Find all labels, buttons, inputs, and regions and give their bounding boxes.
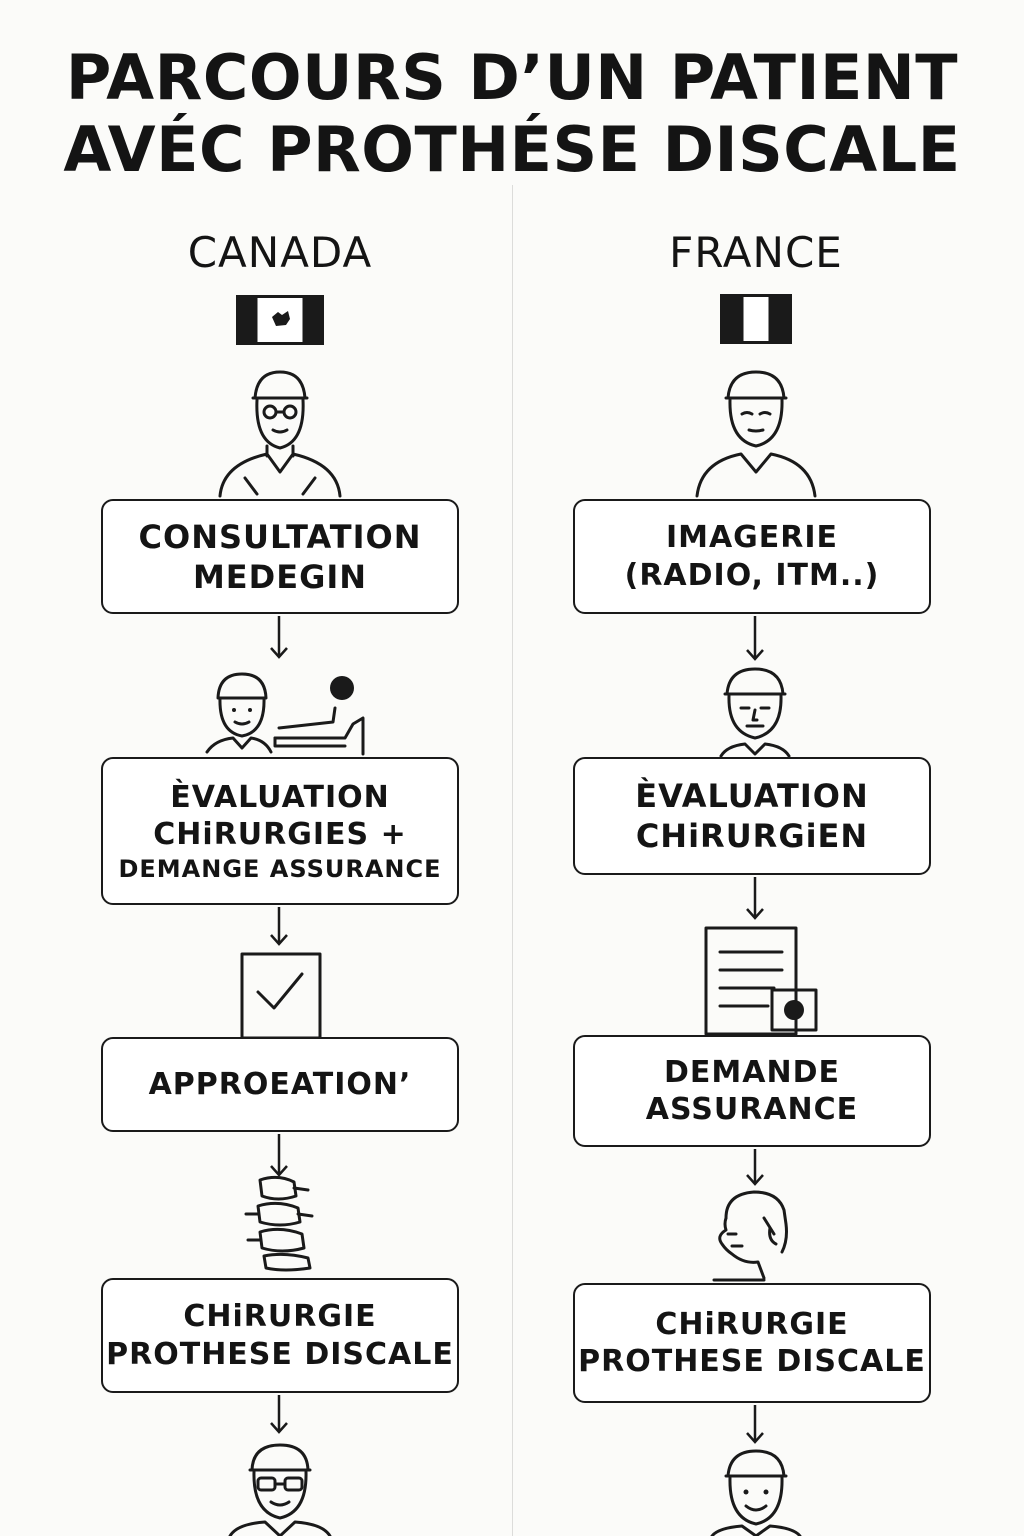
france-heading: FRANCE <box>669 228 843 277</box>
title-line-1: PARCOURS D’UN PATIENT <box>65 41 959 114</box>
smiling-patient-icon <box>710 1449 802 1536</box>
step-label: CONSULTATION <box>138 517 422 556</box>
step-label: CHiRURGiEN <box>635 817 869 855</box>
step-label: ASSURANCE <box>645 1092 859 1127</box>
arrow-down-icon <box>746 1149 764 1186</box>
title-line-2: AVÉC PROTHÉSE DISCALE <box>63 113 961 186</box>
arrow-down-icon <box>746 1405 764 1444</box>
france-step-imaging: IMAGERIE (RADIO, ITM..) <box>573 499 931 614</box>
spine-icon <box>244 1175 314 1272</box>
arrow-down-icon <box>746 616 764 661</box>
column-divider <box>512 185 513 1536</box>
doctor-icon <box>218 370 342 498</box>
france-step-evaluation: ÈVALUATION CHiRURGiEN <box>573 757 931 875</box>
step-label: CHiRURGIE <box>655 1306 849 1342</box>
document-icon <box>704 926 818 1036</box>
step-label: MEDEGIN <box>192 557 368 596</box>
arrow-down-icon <box>270 907 288 946</box>
step-label: DEMANGE ASSURANCE <box>118 854 442 883</box>
checkbox-check-icon <box>240 952 322 1040</box>
doctor-icon <box>719 667 791 758</box>
doctor-glasses-icon <box>228 1443 332 1536</box>
step-label: APPROEATION’ <box>148 1066 412 1102</box>
step-label: CHiRURGIE <box>183 1299 377 1334</box>
step-label: ÈVALUATION <box>635 777 869 815</box>
arrow-down-icon <box>270 616 288 659</box>
step-label: PROTHESE DISCALE <box>106 1336 454 1372</box>
page-title: PARCOURS D’UN PATIENT AVÉC PROTHÉSE DISC… <box>0 42 1024 186</box>
step-label: CHiRURGIES + <box>153 817 407 852</box>
canada-step-evaluation: ÈVALUATION CHiRURGIES + DEMANGE ASSURANC… <box>101 757 459 905</box>
canada-step-approval: APPROEATION’ <box>101 1037 459 1132</box>
france-step-insurance: DEMANDE ASSURANCE <box>573 1035 931 1147</box>
step-label: IMAGERIE <box>665 520 839 555</box>
patient-on-bed-icon <box>205 672 365 756</box>
step-label: ÈVALUATION <box>170 779 390 815</box>
step-label: PROTHESE DISCALE <box>578 1344 926 1379</box>
france-step-surgery: CHiRURGIE PROTHESE DISCALE <box>573 1283 931 1403</box>
patient-profile-icon <box>712 1190 788 1282</box>
arrow-down-icon <box>746 877 764 920</box>
arrow-down-icon <box>270 1395 288 1434</box>
step-label: (RADIO, ITM..) <box>624 557 880 593</box>
canada-heading: CANADA <box>187 228 373 277</box>
france-flag-icon <box>720 294 792 344</box>
canada-step-consultation: CONSULTATION MEDEGIN <box>101 499 459 614</box>
canada-step-surgery: CHiRURGIE PROTHESE DISCALE <box>101 1278 459 1393</box>
patient-icon <box>695 370 817 498</box>
step-label: DEMANDE <box>664 1054 840 1090</box>
canada-flag-icon <box>236 295 324 345</box>
arrow-down-icon <box>270 1134 288 1177</box>
